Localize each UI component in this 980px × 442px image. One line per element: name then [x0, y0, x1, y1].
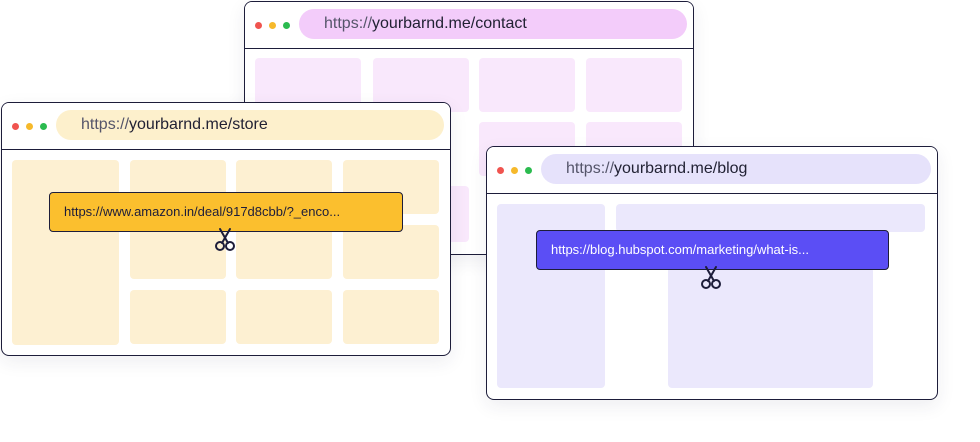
contact-url-field[interactable]: https://yourbarnd.me/contact [299, 9, 687, 39]
store-address-bar: https://yourbarnd.me/store [2, 103, 450, 150]
contact-url-path: yourbarnd.me/contact [372, 15, 527, 32]
minimize-dot-icon[interactable] [511, 167, 518, 174]
amazon-short-link-text: https://www.amazon.in/deal/917d8cbb/?_en… [64, 204, 341, 219]
minimize-dot-icon[interactable] [26, 123, 33, 130]
scissors-icon [215, 228, 235, 251]
contact-content-block [479, 58, 575, 112]
store-content-block [130, 290, 226, 344]
contact-url-protocol: https:// [324, 15, 373, 32]
close-dot-icon[interactable] [255, 22, 262, 29]
maximize-dot-icon[interactable] [283, 22, 290, 29]
store-url-field[interactable]: https://yourbarnd.me/store [56, 110, 444, 140]
contact-address-bar: https://yourbarnd.me/contact [245, 2, 693, 49]
scissors-icon [701, 266, 721, 289]
minimize-dot-icon[interactable] [269, 22, 276, 29]
hubspot-short-link-text: https://blog.hubspot.com/marketing/what-… [551, 242, 809, 257]
close-dot-icon[interactable] [497, 167, 504, 174]
maximize-dot-icon[interactable] [40, 123, 47, 130]
blog-url-path: yourbarnd.me/blog [614, 160, 748, 177]
store-content-block [343, 225, 439, 279]
store-content-block [236, 290, 332, 344]
store-url-protocol: https:// [81, 116, 130, 133]
hubspot-short-link[interactable]: https://blog.hubspot.com/marketing/what-… [536, 230, 889, 270]
blog-header-block [616, 204, 925, 232]
maximize-dot-icon[interactable] [525, 167, 532, 174]
blog-url-protocol: https:// [566, 160, 615, 177]
blog-url-field[interactable]: https://yourbarnd.me/blog [541, 154, 931, 184]
close-dot-icon[interactable] [12, 123, 19, 130]
store-content-block [343, 290, 439, 344]
contact-content-block [586, 58, 682, 112]
amazon-short-link[interactable]: https://www.amazon.in/deal/917d8cbb/?_en… [49, 192, 403, 232]
store-url-path: yourbarnd.me/store [129, 116, 268, 133]
store-content-block [12, 160, 119, 345]
blog-address-bar: https://yourbarnd.me/blog [487, 147, 937, 194]
